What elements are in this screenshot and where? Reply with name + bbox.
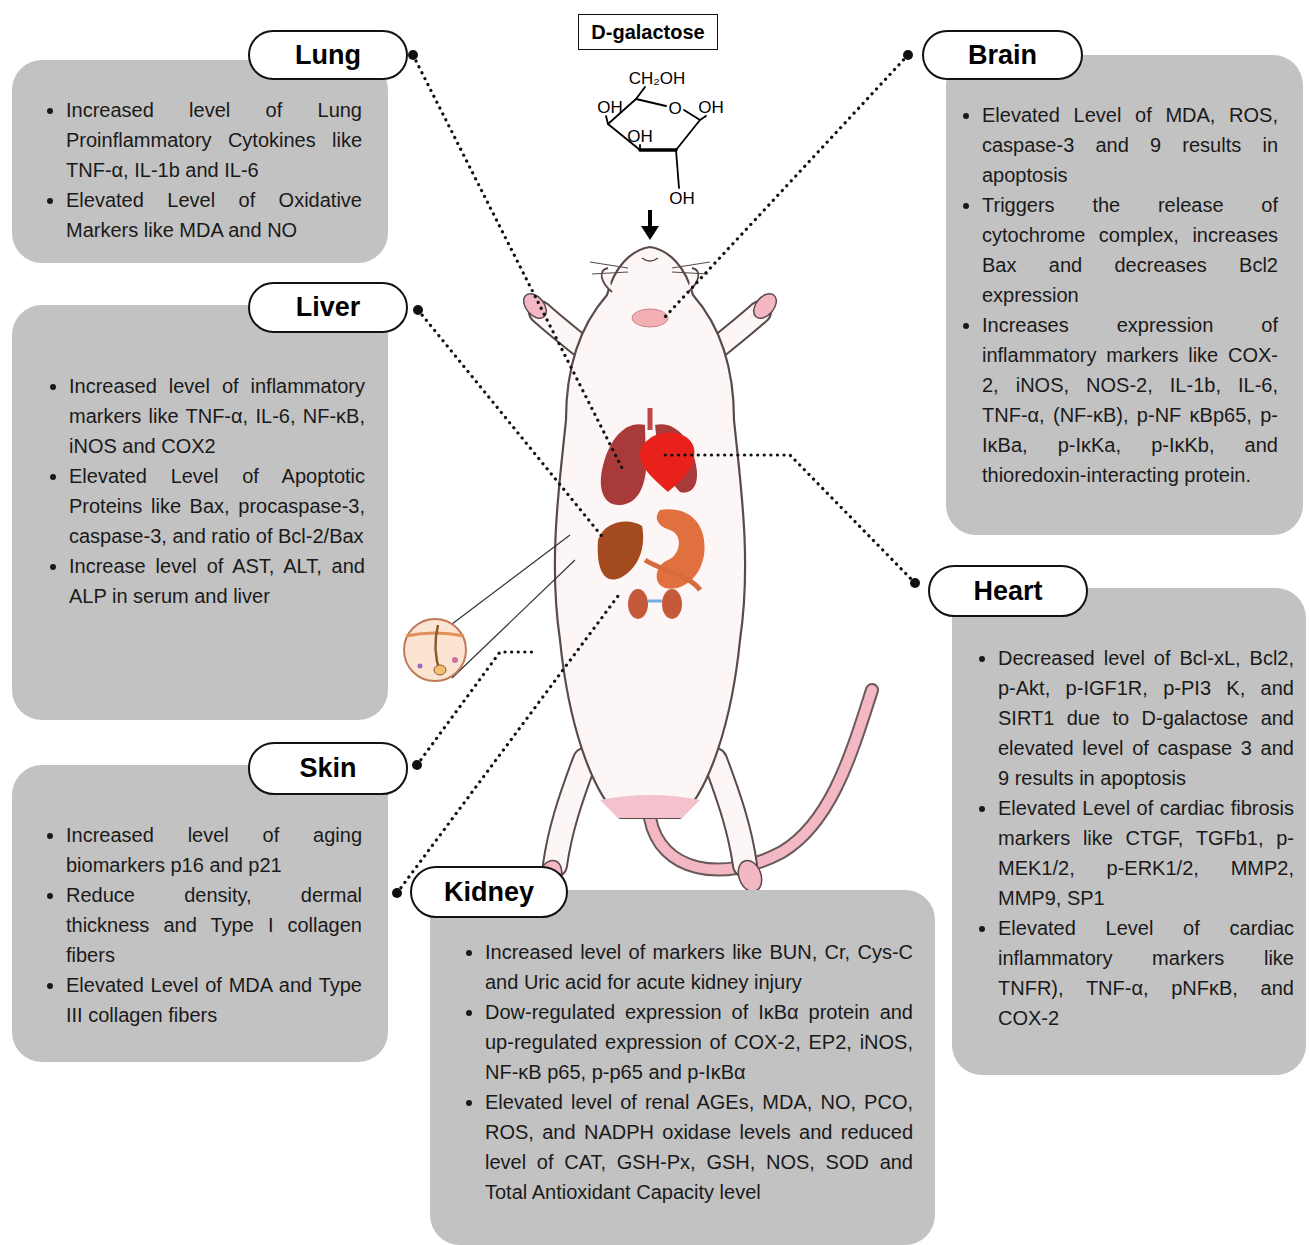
down-arrow	[641, 210, 659, 240]
organ-panel: BrainElevated Level of MDA, ROS, caspase…	[946, 55, 1303, 535]
organ-heading-pill: Brain	[922, 30, 1083, 80]
organ-heading: Skin	[299, 753, 356, 784]
chemical-label: CH₂OH	[629, 70, 686, 87]
finding-item: Increased level of inflammatory markers …	[69, 371, 365, 461]
finding-item: Decreased level of Bcl-xL, Bcl2, p-Akt, …	[998, 643, 1294, 793]
finding-item: Increase level of AST, ALT, and ALP in s…	[69, 551, 365, 611]
finding-item: Increased level of Lung Proinflammatory …	[66, 95, 362, 185]
finding-item: Elevated Level of Apoptotic Proteins lik…	[69, 461, 365, 551]
finding-item: Elevated Level of MDA and Type III colla…	[66, 970, 362, 1030]
title-box: D-galactose	[578, 14, 718, 50]
organ-heading-pill: Heart	[928, 565, 1088, 617]
finding-item: Elevated Level of cardiac fibrosis marke…	[998, 793, 1294, 913]
finding-list: Elevated Level of MDA, ROS, caspase-3 an…	[958, 100, 1278, 490]
organ-heading-pill: Skin	[248, 742, 408, 795]
finding-item: Dow-regulated expression of IκBα protein…	[485, 997, 913, 1087]
organ-heading-pill: Lung	[248, 30, 408, 80]
finding-item: Reduce density, dermal thickness and Typ…	[66, 880, 362, 970]
finding-item: Elevated level of renal AGEs, MDA, NO, P…	[485, 1087, 913, 1207]
organ-heading-pill: Kidney	[410, 866, 568, 918]
organ-panel: KidneyIncreased level of markers like BU…	[430, 890, 935, 1245]
organ-panel: SkinIncreased level of aging biomarkers …	[12, 765, 388, 1062]
finding-list: Decreased level of Bcl-xL, Bcl2, p-Akt, …	[974, 643, 1294, 1033]
finding-list: Increased level of aging biomarkers p16 …	[42, 820, 362, 1030]
chemical-label: O	[668, 100, 681, 117]
chemical-label: OH	[669, 190, 695, 207]
finding-list: Increased level of markers like BUN, Cr,…	[461, 937, 913, 1207]
skin-inset	[404, 535, 575, 681]
organs	[598, 309, 705, 619]
chemical-label: OH	[597, 99, 623, 116]
chemical-label: OH	[698, 99, 724, 116]
finding-list: Increased level of Lung Proinflammatory …	[42, 95, 362, 245]
chemical-label: OH	[627, 128, 653, 145]
organ-heading: Brain	[968, 40, 1037, 71]
finding-item: Elevated Level of Oxidative Markers like…	[66, 185, 362, 245]
finding-item: Increases expression of inflammatory mar…	[982, 310, 1278, 490]
organ-panel: LungIncreased level of Lung Proinflammat…	[12, 60, 388, 263]
finding-item: Triggers the release of cytochrome compl…	[982, 190, 1278, 310]
rat-body	[519, 247, 872, 895]
finding-item: Elevated Level of cardiac inflammatory m…	[998, 913, 1294, 1033]
organ-heading: Lung	[295, 40, 361, 71]
finding-item: Elevated Level of MDA, ROS, caspase-3 an…	[982, 100, 1278, 190]
organ-panel: HeartDecreased level of Bcl-xL, Bcl2, p-…	[952, 588, 1306, 1075]
organ-heading-pill: Liver	[248, 282, 408, 333]
finding-item: Increased level of markers like BUN, Cr,…	[485, 937, 913, 997]
leader-lines	[397, 55, 915, 893]
organ-heading: Liver	[296, 292, 361, 323]
finding-item: Increased level of aging biomarkers p16 …	[66, 820, 362, 880]
finding-list: Increased level of inflammatory markers …	[45, 371, 365, 611]
title-text: D-galactose	[591, 21, 704, 44]
organ-panel: LiverIncreased level of inflammatory mar…	[12, 305, 388, 720]
leader-dots	[392, 50, 920, 898]
organ-heading: Heart	[973, 576, 1042, 607]
organ-heading: Kidney	[444, 877, 534, 908]
